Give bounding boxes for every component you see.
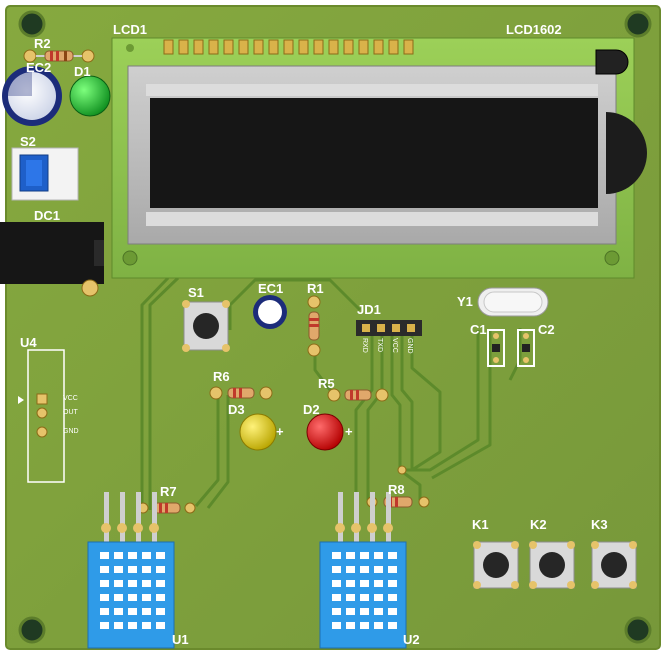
label-r1: R1 bbox=[307, 281, 324, 296]
transistor bbox=[595, 49, 629, 75]
label-r6: R6 bbox=[213, 369, 230, 384]
capacitor-ec2 bbox=[2, 66, 62, 126]
resistor-r1 bbox=[307, 295, 321, 357]
led-d2 bbox=[306, 413, 344, 451]
label-d3: D3 bbox=[228, 402, 245, 417]
crystal-y1 bbox=[477, 287, 549, 317]
capacitor-c2 bbox=[517, 329, 535, 367]
dc-jack-dc1 bbox=[0, 222, 104, 297]
label-ec2: EC2 bbox=[26, 60, 52, 75]
header-jd1 bbox=[356, 320, 422, 336]
label-s1: S1 bbox=[188, 285, 204, 300]
label-r5: R5 bbox=[318, 376, 335, 391]
label-u1: U1 bbox=[172, 632, 189, 647]
jd1-pin-rxd: RXD bbox=[361, 338, 368, 353]
label-s2: S2 bbox=[20, 134, 36, 149]
label-d2: D2 bbox=[303, 402, 320, 417]
button-k3 bbox=[591, 541, 637, 589]
lcd-screen bbox=[150, 98, 598, 208]
label-c2: C2 bbox=[538, 322, 555, 337]
label-c1: C1 bbox=[470, 322, 487, 337]
label-y1: Y1 bbox=[457, 294, 473, 309]
buzzer bbox=[606, 112, 647, 194]
button-k1 bbox=[473, 541, 519, 589]
resistor-r6 bbox=[209, 386, 273, 400]
led-d1 bbox=[69, 75, 111, 117]
label-d1: D1 bbox=[74, 64, 91, 79]
lcd-header-pins bbox=[163, 39, 414, 55]
label-k2: K2 bbox=[530, 517, 547, 532]
capacitor-ec1 bbox=[253, 295, 287, 329]
label-r8: R8 bbox=[388, 482, 405, 497]
label-jd1: JD1 bbox=[357, 302, 381, 317]
capacitor-c1 bbox=[487, 329, 505, 367]
label-d3-plus: + bbox=[276, 424, 284, 439]
jd1-pin-vcc: VCC bbox=[391, 338, 398, 353]
resistor-r2 bbox=[23, 49, 95, 63]
switch-s2 bbox=[11, 147, 79, 201]
pcb-traces bbox=[140, 276, 522, 510]
module-u4 bbox=[18, 349, 65, 483]
switch-s1 bbox=[182, 300, 230, 352]
label-ec1: EC1 bbox=[258, 281, 284, 296]
led-d3 bbox=[239, 413, 277, 451]
u4-pin-gnd: GND bbox=[63, 428, 79, 435]
button-k2 bbox=[529, 541, 575, 589]
jd1-pin-txd: TXD bbox=[376, 338, 383, 352]
label-dc1: DC1 bbox=[34, 208, 61, 223]
label-r7: R7 bbox=[160, 484, 177, 499]
u4-pin-vcc: VCC bbox=[63, 395, 78, 402]
sensor-u1 bbox=[87, 492, 175, 649]
label-k1: K1 bbox=[472, 517, 489, 532]
label-d2-plus: + bbox=[345, 424, 353, 439]
u4-pin-out: OUT bbox=[63, 409, 78, 416]
label-lcd1602: LCD1602 bbox=[506, 22, 562, 37]
sensor-u2 bbox=[319, 492, 407, 649]
label-u4: U4 bbox=[20, 335, 37, 350]
resistor-r5 bbox=[327, 388, 389, 402]
jd1-pin-gnd: GND bbox=[406, 338, 413, 354]
label-u2: U2 bbox=[403, 632, 420, 647]
label-k3: K3 bbox=[591, 517, 608, 532]
label-lcd1: LCD1 bbox=[113, 22, 147, 37]
mounting-holes bbox=[18, 10, 652, 644]
resistor-r7 bbox=[137, 502, 196, 514]
lcd-module bbox=[111, 37, 635, 279]
label-r2: R2 bbox=[34, 36, 51, 51]
